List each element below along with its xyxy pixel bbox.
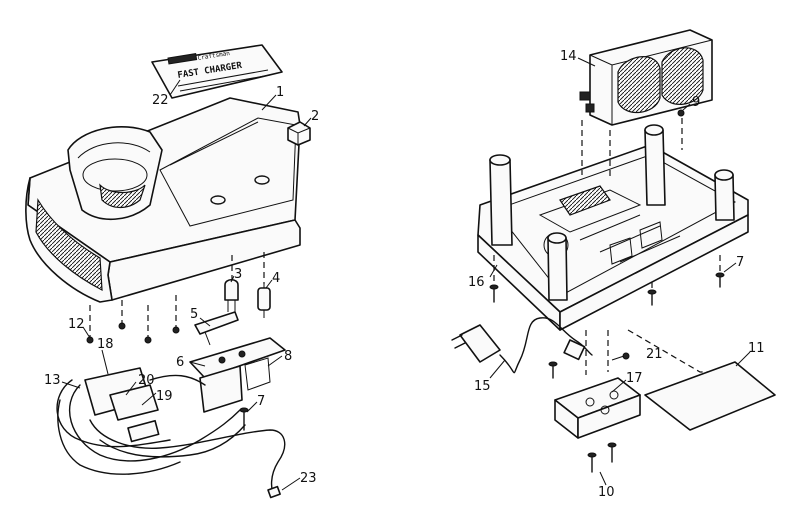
callout-22: 21	[646, 347, 663, 362]
callout-7-right: 7	[736, 255, 744, 270]
base-post	[644, 129, 666, 206]
bracket-part-5	[194, 311, 239, 346]
callout-13: 13	[44, 373, 61, 388]
screw-part-cord	[548, 361, 558, 379]
callout-10: 10	[598, 485, 615, 500]
callout-7-left: 7	[257, 394, 265, 409]
charger-housing	[25, 97, 301, 303]
screws-part-10	[587, 442, 617, 473]
fuse-part-4	[257, 284, 271, 318]
wiring-harness	[56, 367, 286, 499]
screw-part-16	[489, 284, 499, 303]
base-post	[547, 237, 568, 301]
callout-1: 1	[276, 85, 284, 100]
callout-21: 20	[138, 373, 155, 388]
callout-17: 17	[626, 371, 643, 386]
housing-hole	[254, 175, 270, 185]
cord-clamp-part-17	[554, 377, 641, 439]
callout-15: 15	[474, 379, 491, 394]
charger-base	[477, 124, 749, 331]
callout-23: 23	[300, 471, 317, 486]
callout-16: 16	[468, 275, 485, 290]
callout-12: 12	[68, 317, 85, 332]
callout-2: 2	[311, 109, 319, 124]
callout-11: 11	[748, 341, 765, 356]
transformer-part-14	[579, 29, 713, 126]
callout-18: 22	[152, 93, 169, 108]
screw-base-front	[647, 289, 657, 306]
callout-14: 14	[560, 49, 577, 64]
callout-19: 18	[97, 337, 114, 352]
callout-labels: 22 1 2 3 4 5 6 7 8 9 10 11 12 13 14 15 1…	[44, 49, 765, 500]
circuit-board-part-6	[189, 337, 286, 413]
lamp-part-3	[224, 278, 239, 312]
screw-part-9	[677, 109, 685, 117]
housing-vent-grille	[35, 198, 103, 292]
callout-4: 4	[272, 271, 280, 286]
nameplate-decal: Craftsman FAST CHARGER	[151, 44, 283, 99]
callout-5: 5	[190, 307, 198, 322]
label-part-11	[644, 361, 776, 431]
screw-part-7-right	[715, 272, 725, 288]
base-post	[489, 159, 513, 246]
power-cord-part-15	[451, 317, 593, 374]
leader-lines	[61, 57, 751, 491]
callout-9: 9	[692, 95, 700, 110]
knob-part-2	[287, 121, 311, 146]
callout-6: 6	[176, 355, 184, 370]
housing-hole	[210, 195, 226, 205]
callout-20: 19	[156, 389, 173, 404]
callout-8: 8	[284, 349, 292, 364]
base-post	[714, 174, 735, 221]
callout-3: 3	[234, 267, 242, 282]
